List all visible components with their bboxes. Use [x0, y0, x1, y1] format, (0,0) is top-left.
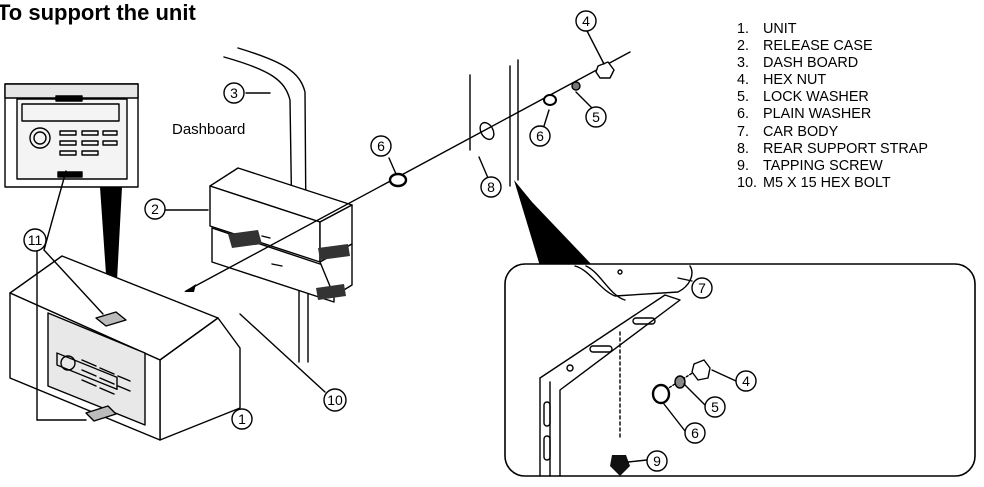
callout-4-top: 4	[575, 10, 597, 32]
callout-9: 9	[646, 450, 668, 472]
svg-text:1: 1	[238, 411, 246, 427]
legend-item: 9.TAPPING SCREW	[737, 157, 883, 174]
svg-text:6: 6	[691, 425, 699, 441]
svg-text:4: 4	[582, 13, 590, 29]
callout-2: 2	[144, 198, 166, 220]
svg-text:9: 9	[653, 453, 661, 469]
dashboard-label: Dashboard	[172, 121, 246, 138]
svg-text:4: 4	[742, 373, 750, 389]
svg-text:3: 3	[230, 85, 238, 101]
legend-item: 8.REAR SUPPORT STRAP	[737, 140, 929, 157]
legend-item: 3.DASH BOARD	[737, 55, 859, 72]
callout-6-mid: 6	[370, 135, 392, 157]
callout-11: 11	[23, 228, 47, 252]
callout-1: 1	[231, 408, 253, 430]
svg-text:5: 5	[592, 109, 600, 125]
svg-text:8: 8	[487, 179, 495, 195]
car-body	[469, 59, 593, 266]
parts-legend: 1.UNIT 2.RELEASE CASE 3.DASH BOARD 4.HEX…	[737, 21, 928, 192]
dash-board	[223, 47, 309, 363]
callout-10: 10	[323, 388, 347, 412]
svg-text:6: 6	[377, 138, 385, 154]
legend-item: 4.HEX NUT	[737, 72, 827, 89]
callout-3: 3	[223, 82, 245, 104]
legend-item: 5.LOCK WASHER	[737, 89, 869, 106]
diagram-title: To support the unit	[0, 0, 196, 25]
callout-5-inset: 5	[704, 396, 726, 418]
zoom-inset	[504, 263, 976, 477]
legend-item: 6.PLAIN WASHER	[737, 106, 872, 123]
callout-8: 8	[480, 176, 502, 198]
legend-item: 2.RELEASE CASE	[737, 38, 873, 55]
svg-text:2: 2	[151, 201, 159, 217]
main-unit	[9, 255, 241, 441]
faceplate-detail	[4, 83, 139, 188]
svg-text:10: 10	[327, 392, 343, 408]
legend-item: 7.CAR BODY	[737, 123, 839, 140]
svg-text:5: 5	[711, 399, 719, 415]
legend-item: 10.M5 X 15 HEX BOLT	[737, 174, 891, 191]
svg-text:7: 7	[698, 280, 706, 296]
callout-5-top: 5	[585, 106, 607, 128]
callout-6-top: 6	[529, 125, 551, 147]
legend-item: 1.UNIT	[737, 21, 797, 37]
callout-6-inset: 6	[684, 422, 706, 444]
svg-text:11: 11	[28, 232, 43, 248]
svg-text:6: 6	[536, 128, 544, 144]
callout-7: 7	[691, 277, 713, 299]
callout-4-inset: 4	[735, 370, 757, 392]
release-case	[209, 167, 353, 303]
